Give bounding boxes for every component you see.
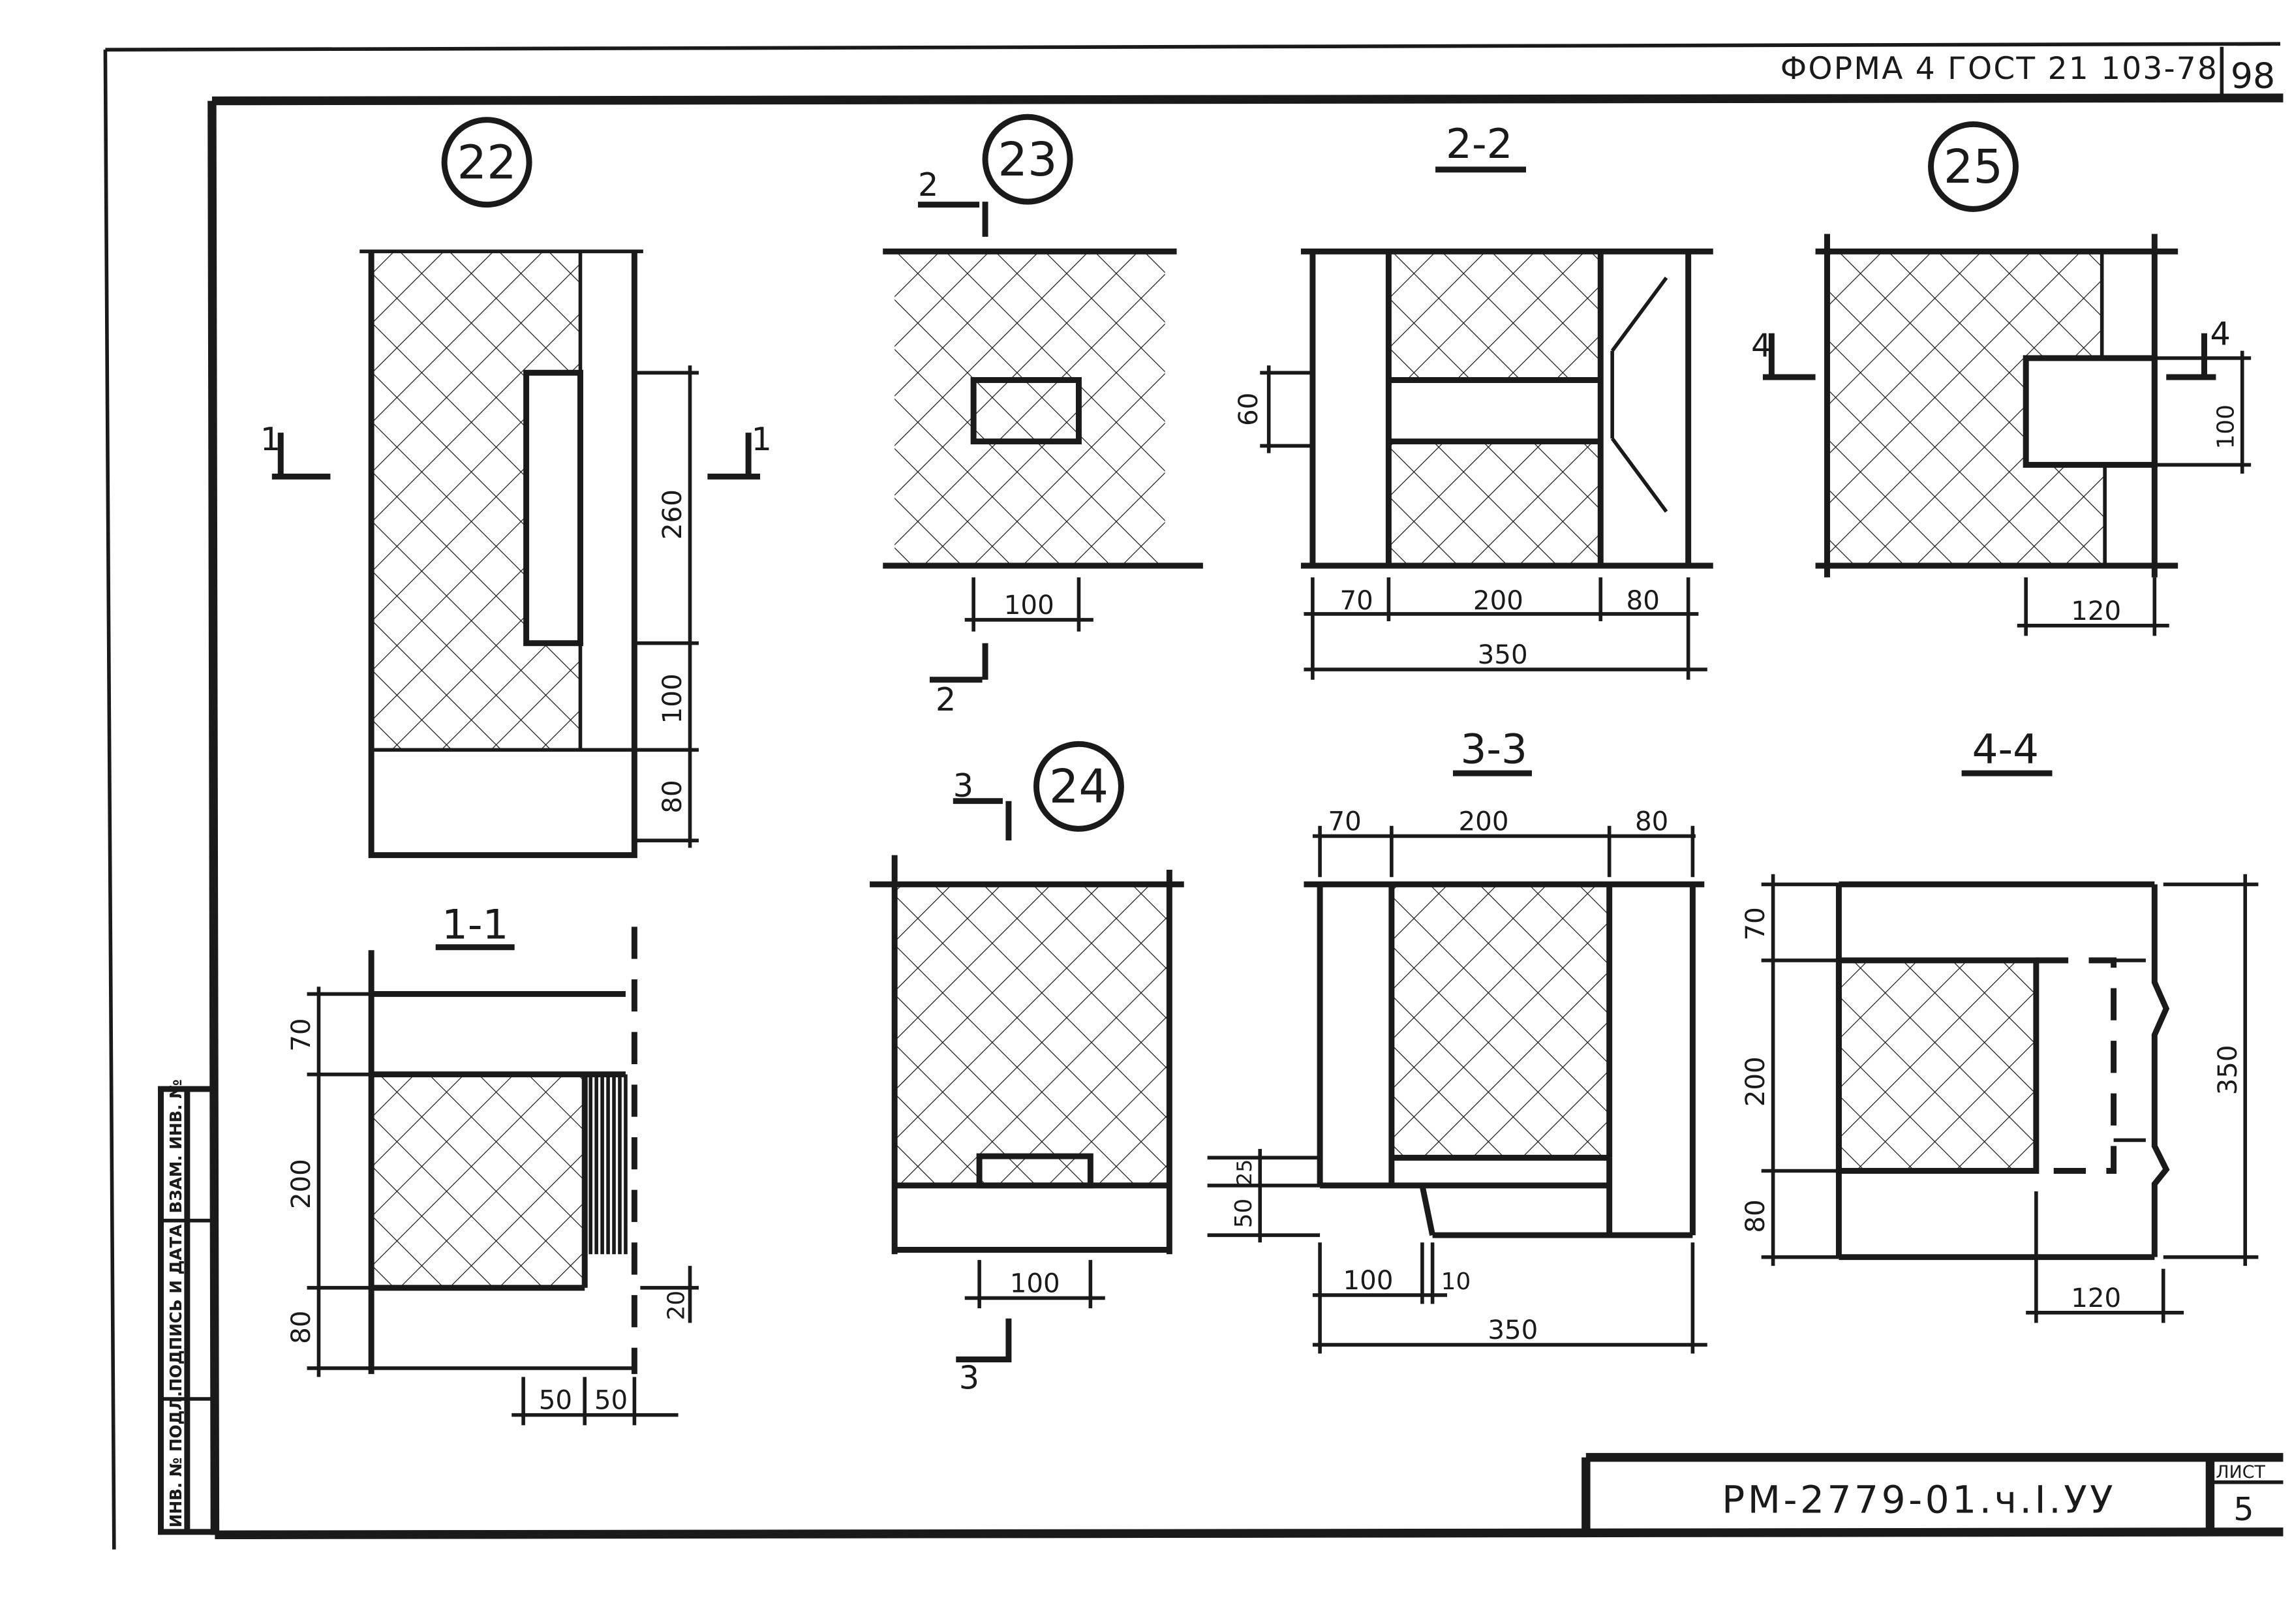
- detail-23-hatch: [894, 251, 1165, 566]
- section-1-1-title: 1-1: [442, 900, 508, 948]
- dim-2-2-middle: 200: [1473, 585, 1523, 616]
- dim-22-opening: 260: [657, 489, 688, 540]
- stamp-field-sign: ПОДПИСЬ И ДАТА: [166, 1225, 185, 1392]
- stamp-field-replace: ВЗАМ. ИНВ. №: [166, 1079, 185, 1213]
- detail-24: 24 3 3 100: [870, 741, 1184, 1396]
- section-1-1-layer: [588, 1074, 628, 1255]
- dim-4-4-top: 70: [1740, 907, 1771, 940]
- section-2-2-hatch-top: [1388, 251, 1601, 380]
- page-number: 98: [2231, 55, 2275, 96]
- detail-25: 25 4 4 100 120: [1751, 121, 2252, 636]
- cut-24-top: 3: [953, 767, 973, 804]
- dim-4-4-total: 350: [2212, 1045, 2243, 1095]
- detail-22-label: 22: [457, 134, 516, 189]
- title-block: РМ-2779-01.ч.I.УУ ЛИСТ 5: [1581, 1452, 2284, 1532]
- dim-1-1-a: 50: [539, 1385, 572, 1416]
- dim-1-1-b: 50: [594, 1385, 628, 1416]
- detail-25-marker: [1928, 121, 2019, 212]
- dim-3-3-left: 70: [1328, 806, 1362, 837]
- cut-22-right: 1: [752, 420, 772, 458]
- dim-1-1-bottom: 80: [286, 1311, 316, 1344]
- dim-1-1-middle: 200: [286, 1159, 316, 1209]
- detail-24-hatch: [894, 884, 1170, 1186]
- section-4-4-title: 4-4: [1972, 725, 2039, 773]
- detail-25-hatch: [1827, 251, 2105, 566]
- dim-3-3-bottom: 100: [1343, 1265, 1394, 1296]
- dim-1-1-gap: 20: [664, 1291, 690, 1321]
- detail-23-label: 23: [998, 132, 1057, 187]
- section-3-3-hatch: [1391, 884, 1608, 1158]
- section-2-2-hatch-bottom: [1388, 441, 1601, 566]
- section-4-4: 4-4 70 200 80 350 120: [1740, 725, 2259, 1323]
- sheet-number: 5: [2233, 1490, 2254, 1528]
- dim-25-opening: 120: [2071, 596, 2121, 626]
- section-3-3: 3-3 70 200 80 25 50 100 10 350: [1207, 725, 1707, 1354]
- dim-25-height: 100: [2212, 405, 2239, 449]
- cut-23-top: 2: [918, 166, 938, 204]
- cut-25-right: 4: [2210, 315, 2230, 353]
- form-label: ФОРМА 4 ГОСТ 21 103-78: [1780, 51, 2218, 87]
- dim-3-3-h2: 50: [1230, 1199, 1257, 1229]
- dim-24-opening: 100: [1010, 1268, 1060, 1298]
- dim-2-2-left: 70: [1339, 585, 1373, 616]
- dim-4-4-bottom: 80: [1740, 1199, 1771, 1233]
- dim-4-4-middle: 200: [1740, 1056, 1771, 1107]
- dim-4-4-opening: 120: [2071, 1283, 2121, 1313]
- form-header: ФОРМА 4 ГОСТ 21 103-78 98: [1780, 51, 2275, 96]
- section-2-2: 2-2 60 70 200 80 350: [1233, 120, 1713, 680]
- detail-24-label: 24: [1049, 759, 1108, 814]
- section-2-2-title: 2-2: [1446, 120, 1512, 168]
- dim-22-bottom: 80: [657, 780, 688, 813]
- cut-23-bottom: 2: [936, 681, 956, 718]
- dim-3-3-h1: 25: [1233, 1159, 1257, 1186]
- sheet-label: ЛИСТ: [2216, 1462, 2265, 1482]
- dim-1-1-top: 70: [286, 1019, 316, 1052]
- detail-22-hatch: [371, 251, 581, 750]
- dim-3-3-gap: 10: [1441, 1268, 1471, 1295]
- dim-2-2-total: 350: [1478, 639, 1528, 670]
- stamp-field-inv: ИНВ. № ПОДЛ.: [166, 1391, 185, 1527]
- cut-25-left: 4: [1751, 327, 1771, 365]
- dim-2-2-right: 80: [1627, 585, 1660, 616]
- dim-3-3-total: 350: [1488, 1315, 1538, 1345]
- dim-22-middle: 100: [657, 673, 688, 724]
- side-stamp: ИНВ. № ПОДЛ. ПОДПИСЬ И ДАТА ВЗАМ. ИНВ. №: [158, 1079, 218, 1535]
- detail-23: 23 2 2 100: [883, 114, 1203, 718]
- cut-22-left: 1: [260, 420, 281, 458]
- detail-23-marker: [982, 114, 1073, 205]
- detail-22-marker: [441, 117, 532, 208]
- cut-24-bottom: 3: [959, 1358, 979, 1396]
- section-3-3-title: 3-3: [1460, 725, 1527, 773]
- section-1-1-hatch: [371, 1074, 585, 1288]
- dim-23-opening: 100: [1004, 590, 1054, 620]
- dim-22-section-opening: 60: [1233, 393, 1264, 426]
- section-1-1: 1-1 70 200 80 20 50 50: [286, 900, 699, 1426]
- detail-24-marker: [1033, 741, 1124, 832]
- dim-3-3-right: 80: [1635, 806, 1668, 837]
- detail-22: 22 260 100 80 1 1: [260, 117, 772, 859]
- detail-25-label: 25: [1944, 139, 2003, 194]
- section-4-4-hatch: [1839, 960, 2036, 1171]
- dim-3-3-middle: 200: [1459, 806, 1509, 837]
- document-code: РМ-2779-01.ч.I.УУ: [1722, 1478, 2116, 1522]
